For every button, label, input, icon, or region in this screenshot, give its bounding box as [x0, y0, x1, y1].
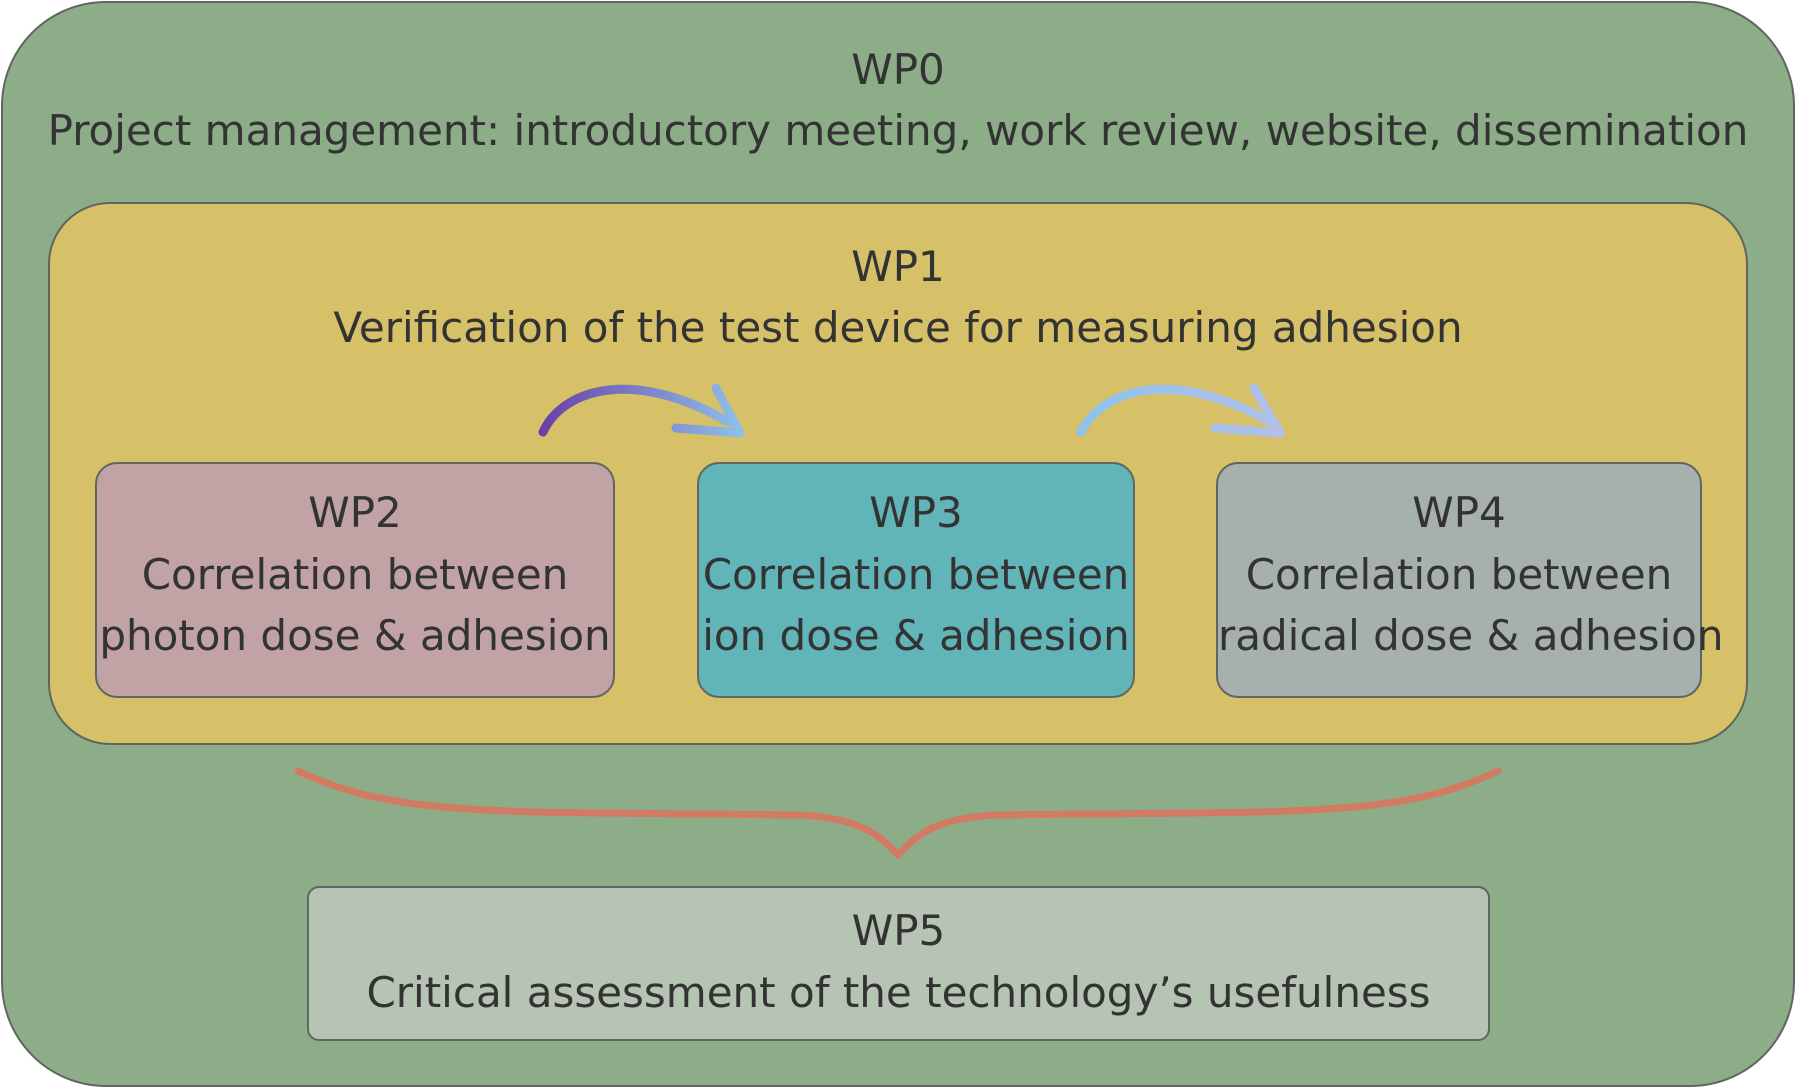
wp1-title: Verification of the test device for meas… [333, 303, 1463, 352]
wp5-title: Critical assessment of the technology’s … [366, 968, 1431, 1017]
wp2-line2: photon dose & adhesion [99, 611, 611, 660]
wp3-line2: ion dose & adhesion [702, 611, 1130, 660]
wp3-line1: Correlation between [702, 550, 1130, 599]
brace-connector [294, 767, 1502, 859]
wp4-id: WP4 [1412, 488, 1506, 537]
wp0-id: WP0 [851, 45, 945, 94]
wp4-box: WP4 Correlation between radical dose & a… [1216, 462, 1724, 698]
wp0-title: Project management: introductory meeting… [47, 106, 1749, 155]
wp4-line2: radical dose & adhesion [1218, 611, 1724, 660]
wp2-box: WP2 Correlation between photon dose & ad… [95, 462, 615, 698]
wp5-id: WP5 [851, 906, 946, 955]
arrow-wp2-to-wp3 [538, 383, 745, 438]
wp3-id: WP3 [869, 488, 963, 537]
wp5-box: WP5 Critical assessment of the technolog… [307, 886, 1490, 1041]
arrow-wp3-to-wp4 [1076, 383, 1285, 438]
wp1-id: WP1 [851, 242, 945, 291]
wp2-id: WP2 [308, 488, 402, 537]
wp2-line1: Correlation between [141, 550, 569, 599]
wp4-line1: Correlation between [1245, 550, 1673, 599]
wp3-box: WP3 Correlation between ion dose & adhes… [697, 462, 1135, 698]
